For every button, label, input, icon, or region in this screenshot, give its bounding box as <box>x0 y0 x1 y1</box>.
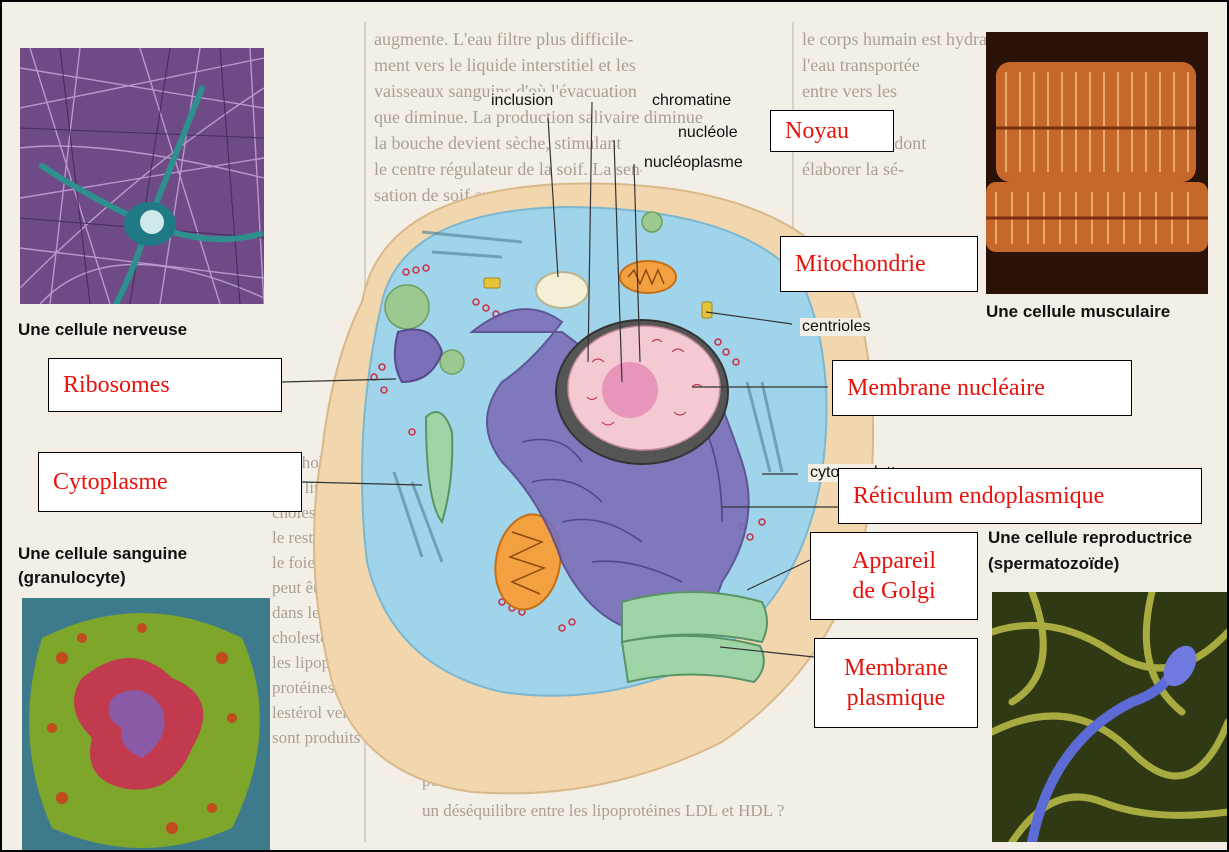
label-reticulum-endoplasmique: Réticulum endoplasmique <box>838 468 1202 524</box>
label-chromatine: chromatine <box>650 92 733 110</box>
label-membrane-plasmique-line1: Membrane <box>844 653 948 683</box>
label-noyau: Noyau <box>770 110 894 152</box>
label-mitochondrie: Mitochondrie <box>780 236 978 292</box>
label-membrane-nucleaire: Membrane nucléaire <box>832 360 1132 416</box>
label-centrioles: centrioles <box>800 318 872 336</box>
label-golgi-line2: de Golgi <box>852 576 935 606</box>
label-appareil-de-golgi: Appareil de Golgi <box>810 532 978 620</box>
label-ribosomes: Ribosomes <box>48 358 282 412</box>
inclusion-shape <box>536 272 588 308</box>
label-nucleoplasme: nucléoplasme <box>642 154 745 172</box>
label-nucleole: nucléole <box>676 124 740 142</box>
label-membrane-plasmique-line2: plasmique <box>847 683 946 713</box>
label-cytoplasme: Cytoplasme <box>38 452 302 512</box>
label-golgi-line1: Appareil <box>852 546 936 576</box>
label-membrane-plasmique: Membrane plasmique <box>814 638 978 728</box>
nucleus-shape <box>556 320 728 464</box>
label-inclusion: inclusion <box>489 92 555 110</box>
